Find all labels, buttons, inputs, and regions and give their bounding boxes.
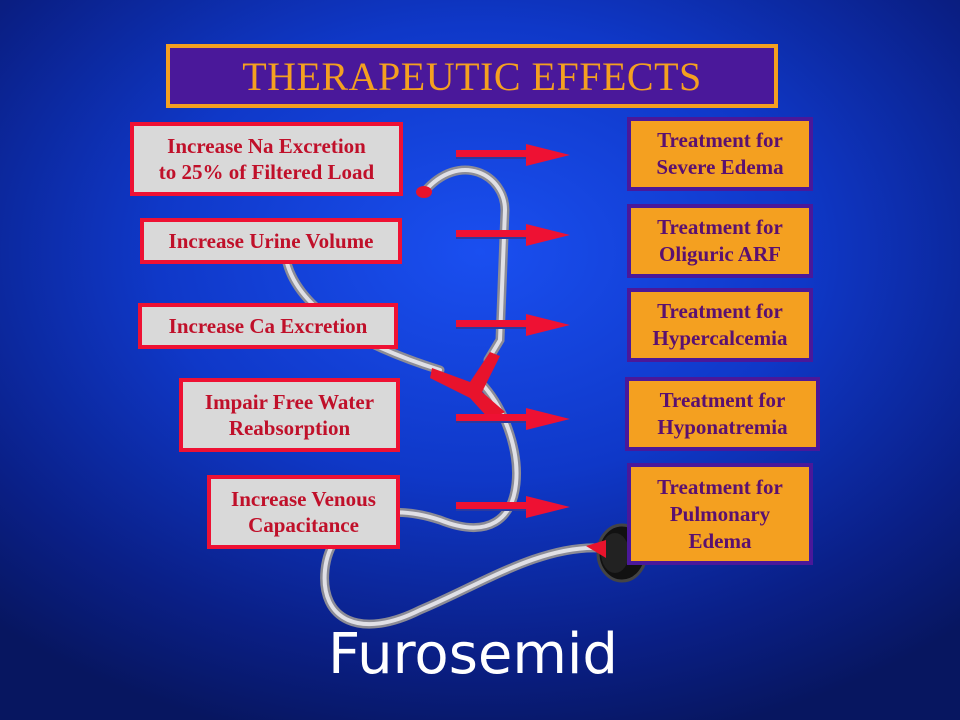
effect-label: Increase Na Excretion to 25% of Filtered… — [158, 134, 375, 184]
title-box: THERAPEUTIC EFFECTS — [166, 44, 778, 108]
effect-box-venous-capacitance: Increase Venous Capacitance — [207, 475, 400, 549]
effect-box-urine-volume: Increase Urine Volume — [140, 218, 402, 264]
effect-label: Increase Venous Capacitance — [231, 487, 376, 537]
page-title: THERAPEUTIC EFFECTS — [242, 53, 702, 99]
treatment-label: Treatment for Hyponatremia — [657, 388, 788, 439]
arrows — [456, 144, 570, 518]
arrow-right-icon — [456, 314, 570, 336]
drug-name-caption: Furosemid — [328, 622, 618, 687]
arrow-right-icon — [456, 496, 570, 518]
treatment-box-oliguric-arf: Treatment for Oliguric ARF — [627, 204, 813, 278]
treatment-box-hyponatremia: Treatment for Hyponatremia — [625, 377, 820, 451]
effect-box-free-water: Impair Free Water Reabsorption — [179, 378, 400, 452]
effect-label: Increase Ca Excretion — [168, 314, 368, 338]
treatment-box-hypercalcemia: Treatment for Hypercalcemia — [627, 288, 813, 362]
arrow-right-icon — [456, 144, 570, 166]
treatment-label: Treatment for Hypercalcemia — [652, 299, 788, 350]
effect-label: Increase Urine Volume — [168, 229, 374, 253]
treatment-box-severe-edema: Treatment for Severe Edema — [627, 117, 813, 191]
treatment-label: Treatment for Pulmonary Edema — [657, 474, 783, 553]
treatment-box-pulmonary-edema: Treatment for Pulmonary Edema — [627, 463, 813, 565]
effect-box-na-excretion: Increase Na Excretion to 25% of Filtered… — [130, 122, 403, 196]
arrow-right-icon — [456, 408, 570, 430]
treatment-label: Treatment for Severe Edema — [656, 128, 784, 179]
treatment-label: Treatment for Oliguric ARF — [657, 215, 783, 266]
effect-box-ca-excretion: Increase Ca Excretion — [138, 303, 398, 349]
effect-label: Impair Free Water Reabsorption — [204, 390, 375, 440]
arrow-right-icon — [456, 224, 570, 246]
